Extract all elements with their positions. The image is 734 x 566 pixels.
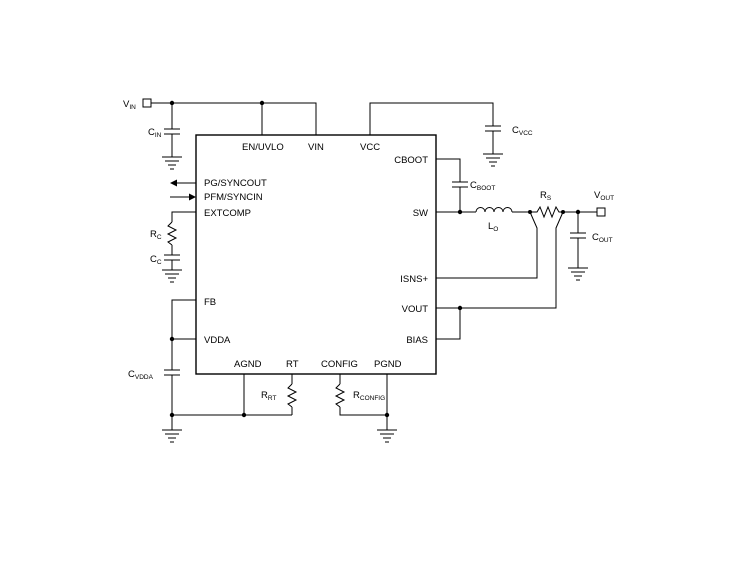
pin-pgnd: PGND [374, 359, 402, 370]
vin-label: VIN [123, 99, 136, 111]
pin-vdda: VDDA [204, 335, 231, 346]
cvcc-capacitor [369, 102, 503, 167]
cvdda-label: CVDDA [128, 369, 154, 381]
rrt-label: RRT [261, 390, 276, 402]
pin-sw: SW [413, 208, 428, 219]
pin-vout: VOUT [402, 304, 429, 315]
pin-en-uvlo: EN/UVLO [242, 142, 284, 153]
vout-net [563, 207, 606, 217]
pin-config: CONFIG [321, 359, 358, 370]
pin-extcomp: EXTCOMP [204, 208, 251, 219]
vin-terminal [142, 98, 152, 108]
pfm-syncin-arrow [170, 193, 196, 201]
cc-label: CC [150, 254, 162, 266]
pin-rt: RT [286, 359, 299, 370]
pin-bias: BIAS [406, 335, 428, 346]
pin-pfm-syncin: PFM/SYNCIN [204, 192, 263, 203]
cin-capacitor [162, 103, 182, 170]
bias-net [436, 305, 463, 340]
rc-label: RC [150, 229, 162, 241]
vout-terminal [596, 207, 606, 217]
agnd-ground-net [162, 374, 292, 443]
fb-vdda-net [164, 299, 196, 415]
lo-label: LO [488, 221, 498, 233]
rs-sense-resistor [436, 205, 565, 309]
cin-label: CIN [148, 127, 162, 139]
cboot-label: CBOOT [470, 180, 495, 192]
pin-isns-plus: ISNS+ [400, 274, 428, 285]
pin-fb: FB [204, 297, 216, 308]
vin-net [142, 98, 317, 135]
pin-vcc: VCC [360, 142, 380, 153]
rconfig-resistor [334, 374, 397, 443]
pin-cboot: CBOOT [394, 155, 428, 166]
rs-label: RS [540, 190, 552, 202]
pin-pg-syncout: PG/SYNCOUT [204, 178, 267, 189]
cout-capacitor [568, 212, 588, 281]
rconfig-label: RCONFIG [353, 390, 385, 402]
pg-syncout-arrow [170, 179, 196, 187]
ic-body [195, 134, 437, 375]
pin-vin: VIN [308, 142, 324, 153]
lo-inductor [475, 207, 530, 213]
pin-agnd: AGND [234, 359, 262, 370]
sw-net [436, 209, 476, 215]
rrt-resistor [286, 374, 298, 415]
cvcc-label: CVCC [512, 125, 533, 137]
extcomp-rc-network [162, 211, 196, 283]
cout-label: COUT [592, 232, 613, 244]
vout-label: VOUT [594, 190, 614, 202]
cboot-capacitor [436, 158, 468, 212]
